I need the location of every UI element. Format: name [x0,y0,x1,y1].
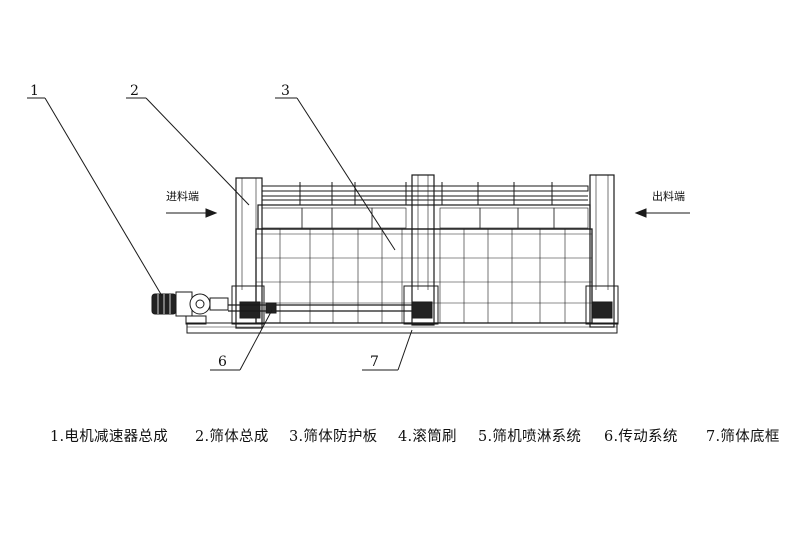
legend-item-2: 2.筛体总成 [195,429,269,445]
bearing-blocks [239,301,613,319]
motor-reducer [151,291,229,325]
callout-2: 2 [130,83,139,99]
top-rail [257,182,591,230]
legend-item-1: 1.电机减速器总成 [50,429,169,445]
outlet-arrow [634,208,690,218]
legend-item-5: 5.筛机喷淋系统 [478,429,582,445]
inlet-label: 进料端 [166,189,199,203]
callout-1: 1 [30,83,39,99]
right-end-frame [585,174,619,328]
callout-6: 6 [218,354,227,370]
callout-7: 7 [370,354,379,370]
callout-3: 3 [281,83,290,99]
leader-lines [27,97,413,371]
inlet-arrow [166,208,218,218]
legend-item-7: 7.筛体底框 [706,429,780,445]
legend-item-3: 3.筛体防护板 [289,429,378,445]
legend-item-6: 6.传动系统 [604,429,678,445]
legend-item-4: 4.滚筒刷 [398,429,457,445]
outlet-label: 出料端 [652,189,685,203]
parts-legend: 1.电机减速器总成 2.筛体总成 3.筛体防护板 4.滚筒刷 5.筛机喷淋系统 … [0,425,800,447]
transmission-shaft [228,302,412,314]
